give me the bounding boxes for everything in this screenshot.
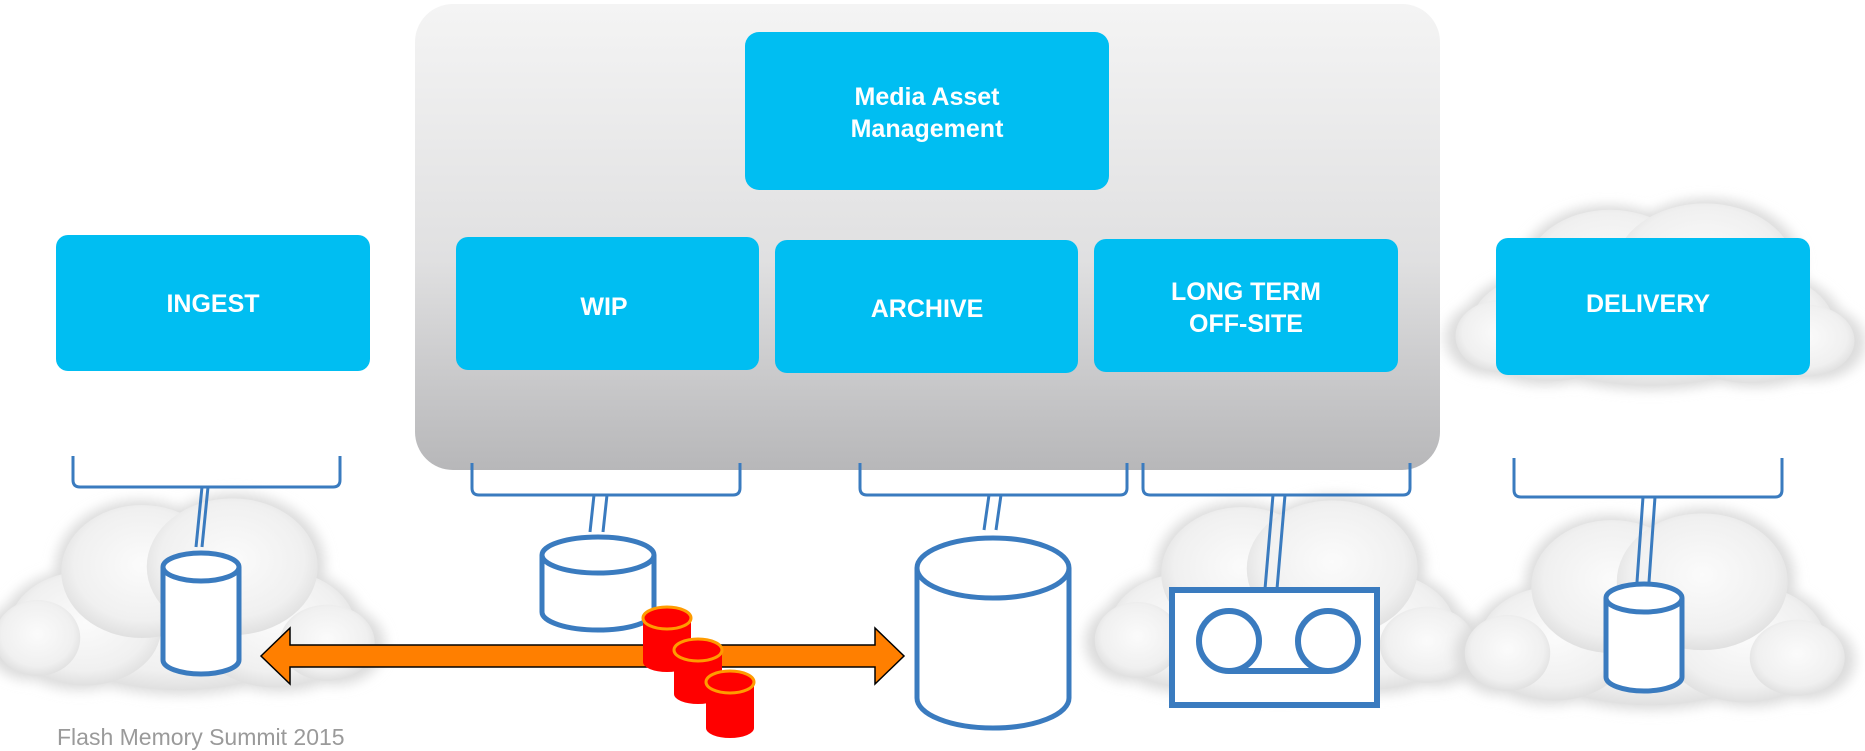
longterm-label-line2: OFF-SITE bbox=[1189, 310, 1303, 338]
longterm-label-line1: LONG TERM bbox=[1171, 278, 1321, 306]
delivery-storage-cylinder-icon bbox=[1603, 581, 1685, 694]
box-ingest[interactable]: INGEST bbox=[56, 235, 370, 371]
delivery-label: DELIVERY bbox=[1586, 290, 1710, 318]
ingest-storage-cylinder-icon bbox=[160, 550, 242, 677]
box-delivery[interactable]: DELIVERY bbox=[1496, 238, 1810, 375]
flash-cylinder-3 bbox=[704, 669, 756, 738]
svg-text:OFF-SITE: OFF-SITE bbox=[1189, 310, 1303, 338]
svg-text:LONG TERM: LONG TERM bbox=[1171, 278, 1321, 306]
mam-label-line1: Media Asset bbox=[855, 83, 1001, 111]
box-wip[interactable]: WIP bbox=[456, 237, 759, 370]
ingest-label: INGEST bbox=[166, 290, 259, 318]
bracket-longterm bbox=[1141, 463, 1412, 590]
bracket-wip bbox=[470, 463, 742, 533]
flow-double-arrow-icon bbox=[259, 626, 906, 686]
bracket-delivery bbox=[1512, 458, 1784, 583]
box-media-asset-management[interactable]: Media Asset Management bbox=[745, 32, 1109, 190]
flash-stack-icon bbox=[641, 605, 756, 738]
box-long-term-off-site[interactable]: LONG TERM OFF-SITE bbox=[1094, 239, 1398, 372]
tape-reel-icon bbox=[1169, 587, 1380, 708]
wip-label: WIP bbox=[580, 293, 627, 321]
footer-caption: Flash Memory Summit 2015 bbox=[57, 724, 345, 750]
svg-text:Media Asset: Media Asset bbox=[855, 83, 1001, 111]
mam-label-line2: Management bbox=[851, 115, 1004, 143]
bracket-ingest bbox=[71, 456, 342, 548]
box-archive[interactable]: ARCHIVE bbox=[775, 240, 1078, 373]
archive-storage-cylinder-icon bbox=[914, 535, 1072, 731]
wip-storage-cylinder-icon bbox=[539, 534, 657, 633]
svg-text:Management: Management bbox=[851, 115, 1004, 143]
archive-label: ARCHIVE bbox=[871, 295, 984, 323]
bracket-archive bbox=[858, 463, 1129, 531]
